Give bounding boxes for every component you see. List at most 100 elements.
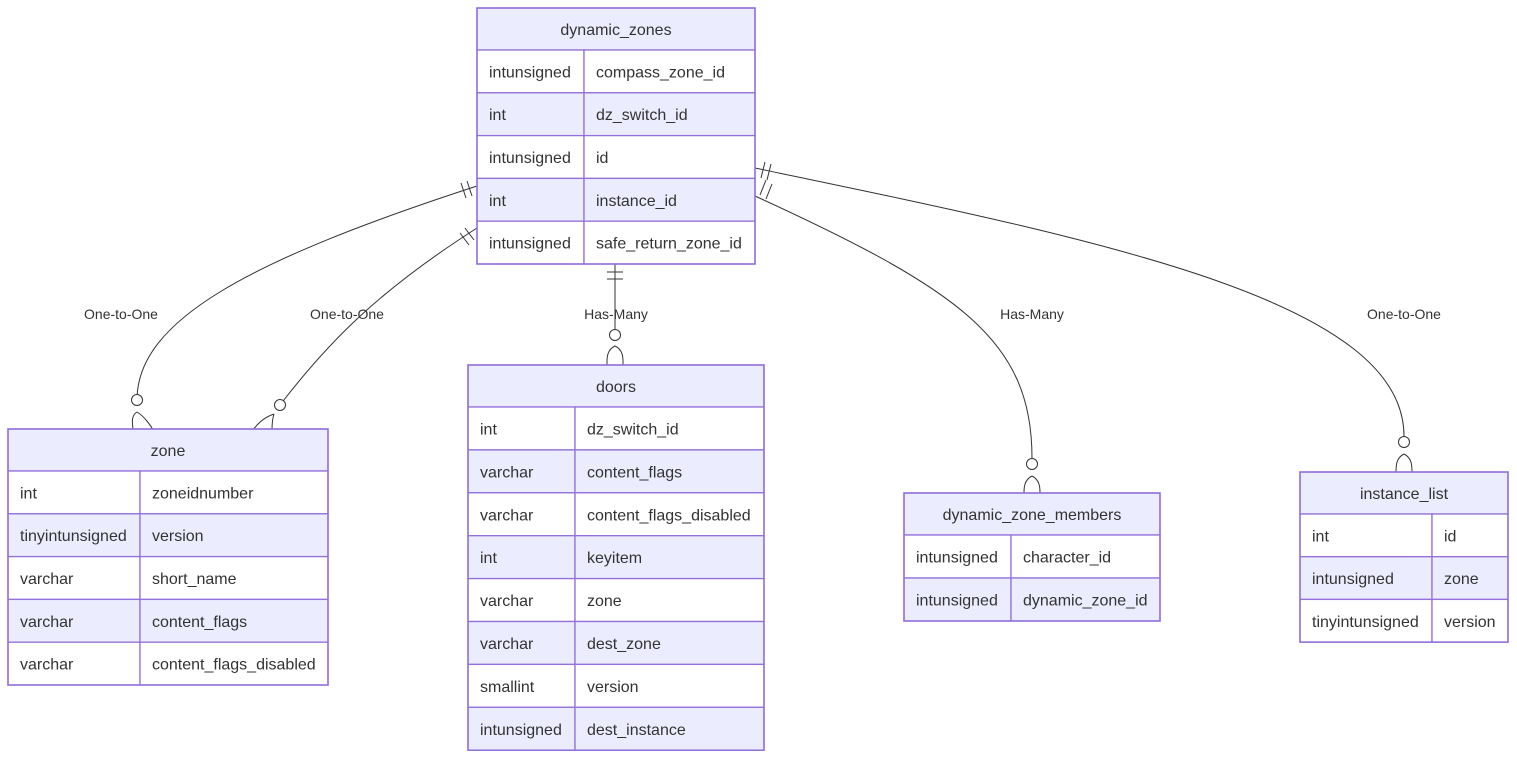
entity-border xyxy=(903,492,1161,622)
attribute-name: content_flags_disabled xyxy=(152,657,316,674)
attribute-type-cell xyxy=(476,220,585,265)
attribute-type: tinyintunsigned xyxy=(20,528,127,545)
attribute-name: dz_switch_id xyxy=(587,421,679,438)
attribute-type-cell xyxy=(7,513,141,558)
attribute-type: varchar xyxy=(20,614,74,631)
entity-header xyxy=(476,7,756,51)
attribute-name: keyitem xyxy=(587,550,642,567)
attribute-name-cell xyxy=(583,92,756,137)
attribute-row: varchar zone xyxy=(467,577,765,623)
attribute-name: dz_switch_id xyxy=(596,107,688,124)
attribute-type: int xyxy=(489,107,506,124)
attribute-name: zoneidnumber xyxy=(152,485,254,502)
attribute-name: zone xyxy=(587,593,622,610)
attribute-row: int dz_switch_id xyxy=(467,406,765,451)
entity-border xyxy=(1299,471,1509,643)
entity-border xyxy=(476,7,756,265)
relationship-label: Has-Many xyxy=(1000,306,1064,322)
attribute-type: int xyxy=(1312,528,1329,545)
attribute-name: dynamic_zone_id xyxy=(1023,593,1148,610)
attribute-type: int xyxy=(20,485,37,502)
attribute-name-cell xyxy=(139,470,329,515)
attribute-name: content_flags xyxy=(587,464,682,481)
attribute-type: tinyintunsigned xyxy=(1312,614,1419,631)
attribute-type-cell xyxy=(1299,513,1433,558)
attribute-name: character_id xyxy=(1023,550,1111,567)
entity-border xyxy=(467,364,765,751)
attribute-name-cell xyxy=(1431,598,1509,643)
one-marker-icon xyxy=(759,179,773,200)
attribute-type: intunsigned xyxy=(489,150,571,167)
attribute-name-cell xyxy=(139,513,329,558)
attribute-row: varchar content_flags xyxy=(7,598,329,643)
attribute-type: varchar xyxy=(20,657,74,674)
attribute-name: version xyxy=(152,528,204,545)
attribute-name-cell xyxy=(583,134,756,180)
attribute-row: tinyintunsigned version xyxy=(1299,598,1509,643)
attribute-name: dest_instance xyxy=(587,722,686,739)
entity-header xyxy=(1299,471,1509,515)
attribute-row: varchar content_flags_disabled xyxy=(467,492,765,537)
attribute-row: intunsigned safe_return_zone_id xyxy=(476,220,756,265)
relationship-labels: One-to-One One-to-One Has-Many Has-Many … xyxy=(84,306,1441,322)
attribute-name: content_flags xyxy=(152,614,247,631)
attribute-type: varchar xyxy=(480,636,534,653)
attribute-name: compass_zone_id xyxy=(596,64,725,81)
relationship-label: One-to-One xyxy=(84,306,158,322)
relationship-line-dz-members xyxy=(754,195,1033,459)
attribute-name: safe_return_zone_id xyxy=(596,236,742,253)
many-marker-icon xyxy=(131,411,154,431)
attribute-name-cell xyxy=(1010,577,1161,622)
one-marker-icon xyxy=(459,227,475,246)
attribute-name: version xyxy=(1444,614,1496,631)
attribute-name-cell xyxy=(574,535,765,580)
zero-marker-icon xyxy=(609,329,621,341)
entity-header xyxy=(903,492,1161,536)
attribute-name-cell xyxy=(574,406,765,451)
attribute-type: int xyxy=(489,193,506,210)
relationship-lines xyxy=(131,161,1413,494)
attribute-type: intunsigned xyxy=(489,236,571,253)
entity-title: dynamic_zone_members xyxy=(943,507,1122,524)
many-marker-icon xyxy=(1395,453,1413,473)
attribute-row: int id xyxy=(1299,513,1509,558)
zero-marker-icon xyxy=(131,394,143,406)
zero-marker-icon xyxy=(1026,458,1038,470)
many-marker-icon xyxy=(1023,475,1041,494)
many-marker-icon xyxy=(606,345,624,366)
attribute-type-cell xyxy=(467,449,576,494)
attribute-name-cell xyxy=(574,577,765,623)
attribute-type-cell xyxy=(903,534,1012,579)
zero-marker-icon xyxy=(1398,436,1410,448)
attribute-name: content_flags_disabled xyxy=(587,507,751,524)
zero-marker-icon xyxy=(274,399,286,411)
attribute-name: id xyxy=(1444,528,1456,545)
entity-border xyxy=(7,428,329,686)
attribute-row: intunsigned dest_instance xyxy=(467,706,765,751)
attribute-name: instance_id xyxy=(596,193,677,210)
attribute-name-cell xyxy=(1431,513,1509,558)
entity-header xyxy=(7,428,329,472)
attribute-name: version xyxy=(587,679,639,696)
attribute-type: varchar xyxy=(20,571,74,588)
attribute-type-cell xyxy=(467,577,576,623)
attribute-row: int dz_switch_id xyxy=(476,92,756,137)
attribute-name: zone xyxy=(1444,571,1479,588)
attribute-type: varchar xyxy=(480,507,534,524)
attribute-type: int xyxy=(480,421,497,438)
entity-title: doors xyxy=(596,379,636,396)
attribute-type: intunsigned xyxy=(480,722,562,739)
attribute-type: varchar xyxy=(480,593,534,610)
one-marker-icon xyxy=(760,161,772,181)
attribute-type: intunsigned xyxy=(916,593,998,610)
